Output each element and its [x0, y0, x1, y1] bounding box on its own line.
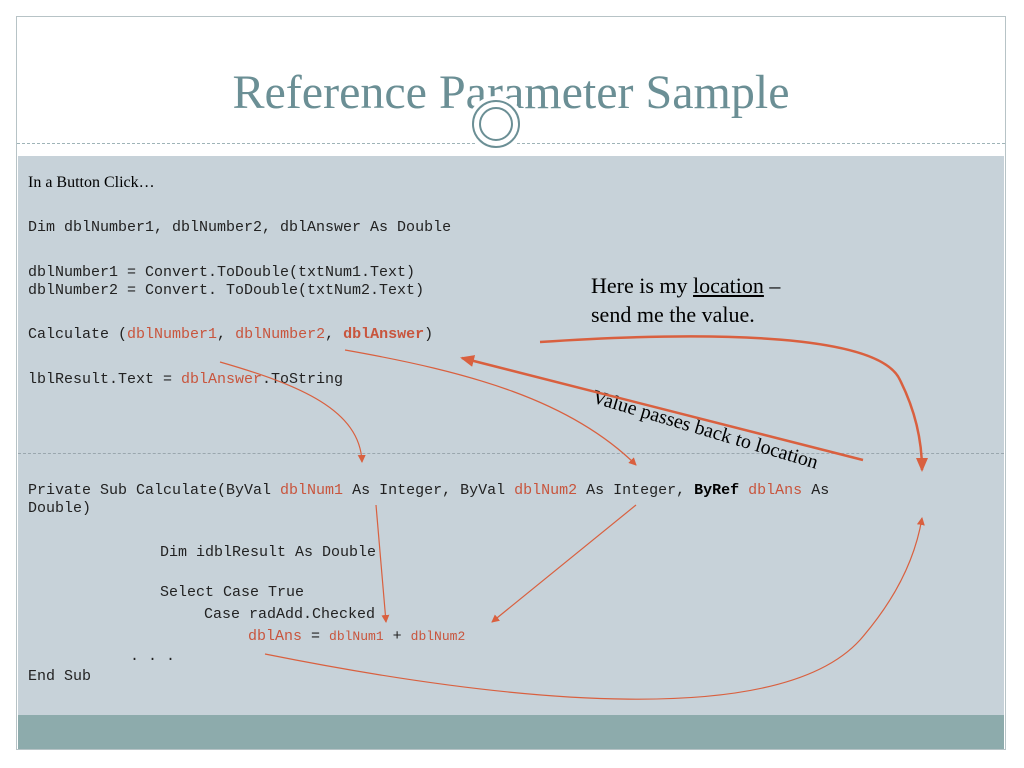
calc-sep-1: , — [217, 326, 236, 343]
code-ellipsis: . . . — [130, 648, 176, 665]
code-sub-signature: Private Sub Calculate(ByVal dblNum1 As I… — [28, 482, 829, 500]
calc-suffix: ) — [424, 326, 434, 343]
assign-eq: = — [302, 628, 330, 645]
content-panel — [18, 156, 1004, 715]
sub-as: As — [802, 482, 830, 499]
code-sub-signature-cont: Double) — [28, 500, 92, 517]
code-select-case: Select Case True — [160, 584, 305, 601]
sub-mid-2: As Integer, — [577, 482, 695, 499]
sub-mid-1: As Integer, ByVal — [343, 482, 515, 499]
calc-prefix: Calculate ( — [28, 326, 128, 343]
code-end-sub: End Sub — [28, 668, 92, 685]
assign-lhs: dblAns — [248, 628, 303, 645]
code-case-line: Case radAdd.Checked — [204, 606, 376, 623]
assign-r2: dblNum2 — [410, 629, 466, 644]
section-divider — [18, 453, 1004, 454]
sub-param-dblans: dblAns — [748, 482, 803, 499]
medallion-inner-ring — [479, 107, 513, 141]
callout-location-word: location — [693, 273, 764, 298]
code-result-line: lblResult.Text = dblAnswer.ToString — [28, 371, 343, 389]
code-assignment: dblAns = dblNum1 + dblNum2 — [248, 628, 465, 646]
callout-dash: – — [763, 273, 781, 298]
callout-prefix: Here is my — [591, 273, 694, 298]
code-dim-line: Dim dblNumber1, dblNumber2, dblAnswer As… — [28, 219, 452, 236]
intro-text: In a Button Click… — [28, 174, 155, 191]
code-calculate-call: Calculate (dblNumber1, dblNumber2, dblAn… — [28, 326, 433, 344]
result-prefix: lblResult.Text = — [28, 371, 182, 388]
calc-arg-dblnumber2: dblNumber2 — [235, 326, 326, 343]
code-dim-result: Dim idblResult As Double — [160, 544, 377, 561]
assign-r1: dblNum1 — [329, 629, 384, 644]
code-convert-2: dblNumber2 = Convert. ToDouble(txtNum2.T… — [28, 282, 425, 299]
sub-space — [739, 482, 748, 499]
sub-param-dblnum1: dblNum1 — [280, 482, 344, 499]
sub-prefix: Private Sub Calculate(ByVal — [28, 482, 281, 499]
assign-plus: + — [383, 628, 411, 645]
callout-line-1: Here is my location – — [591, 272, 780, 300]
result-suffix: .ToString — [262, 371, 344, 388]
calc-arg-dblnumber1: dblNumber1 — [127, 326, 218, 343]
medallion-outer-ring — [472, 100, 520, 148]
sub-byref-keyword: ByRef — [694, 482, 740, 499]
callout-line-2: send me the value. — [591, 302, 755, 327]
result-var: dblAnswer — [181, 371, 263, 388]
sub-param-dblnum2: dblNum2 — [514, 482, 578, 499]
footer-bar — [18, 715, 1004, 749]
code-convert-1: dblNumber1 = Convert.ToDouble(txtNum1.Te… — [28, 264, 416, 281]
calc-sep-2: , — [325, 326, 344, 343]
calc-arg-dblanswer: dblAnswer — [343, 326, 425, 343]
